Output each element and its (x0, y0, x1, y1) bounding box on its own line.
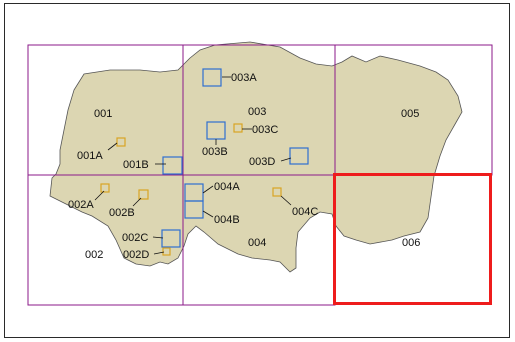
tile-001A-box[interactable] (116, 137, 126, 147)
tile-label-004B: 004B (214, 214, 240, 226)
tile-002A-box[interactable] (100, 183, 110, 193)
tile-002C-box[interactable] (161, 229, 181, 248)
tile-001B-box[interactable] (162, 156, 183, 175)
sheet-label-001: 001 (94, 108, 112, 120)
detail-tile-labels: 001A 001B 002A 002B 002C 002D 003A 003B … (68, 72, 318, 261)
leader-lines (94, 76, 292, 255)
tile-label-002C: 002C (122, 232, 148, 244)
sheet-label-003: 003 (248, 106, 266, 118)
tile-label-002D: 002D (123, 249, 149, 261)
tile-label-001A: 001A (77, 150, 103, 162)
tile-003C-box[interactable] (233, 123, 243, 133)
tile-label-003A: 003A (231, 72, 257, 84)
tile-label-004A: 004A (214, 181, 240, 193)
sheet-label-002: 002 (85, 249, 103, 261)
tile-004B-box[interactable] (184, 200, 204, 219)
sheet-label-004: 004 (248, 237, 266, 249)
tile-002B-box[interactable] (138, 189, 149, 200)
region-polygon (49, 41, 463, 273)
selected-sheet-highlight[interactable] (333, 173, 492, 305)
sheet-labels: 001 002 003 004 005 006 (85, 106, 420, 261)
tile-label-002A: 002A (68, 199, 94, 211)
tile-003A-box[interactable] (202, 68, 222, 87)
tile-004C-box[interactable] (272, 187, 282, 197)
tile-003D-box[interactable] (289, 147, 309, 165)
tile-label-003D: 003D (249, 156, 275, 168)
sheet-label-005: 005 (401, 108, 419, 120)
detail-tile-boxes (100, 68, 309, 256)
sheet-label-006: 006 (402, 237, 420, 249)
tile-label-004C: 004C (292, 206, 318, 218)
tile-002D-box[interactable] (162, 247, 171, 256)
tile-label-003B: 003B (202, 146, 228, 158)
tile-label-002B: 002B (109, 207, 135, 219)
tile-label-003C: 003C (252, 124, 278, 136)
tile-label-001B: 001B (123, 159, 149, 171)
